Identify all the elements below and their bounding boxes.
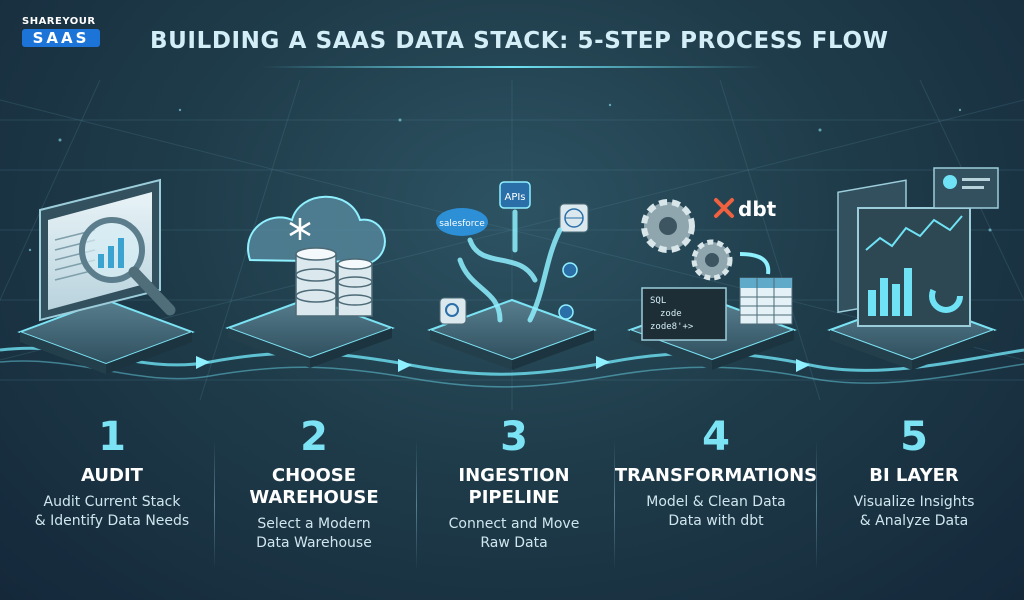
svg-text:salesforce: salesforce [439, 219, 485, 229]
svg-text:zode8'+>: zode8'+> [650, 322, 694, 332]
salesforce-icon: salesforce [436, 208, 488, 236]
step-divider [214, 440, 215, 570]
sql-terminal: SQL zode zode8'+> [641, 287, 727, 341]
snowflake-icon [289, 218, 311, 240]
step-description: Audit Current Stack & Identify Data Need… [34, 494, 190, 529]
step-description: Model & Clean Data Data with dbt [646, 494, 786, 529]
process-illustration: salesforce APIs [0, 167, 1024, 388]
platform-audit [17, 178, 195, 374]
step-number: 2 [300, 414, 328, 460]
dashboard-icon [857, 207, 971, 327]
step-number: 4 [702, 414, 730, 460]
step-1: 1 AUDIT Audit Current Stack & Identify D… [10, 415, 214, 531]
steps-row: 1 AUDIT Audit Current Stack & Identify D… [0, 415, 1024, 585]
brand-logo[interactable]: SHAREYOUR SAAS [22, 16, 104, 56]
step-number: 1 [98, 414, 126, 460]
platform-transformations: dbt SQL zode zode8'+> [627, 197, 797, 370]
platform-ingestion: salesforce APIs [427, 181, 597, 370]
step-title: BI LAYER [869, 465, 959, 486]
step-number: 5 [900, 414, 928, 460]
flow-path [0, 346, 1024, 376]
step-divider [614, 440, 615, 570]
flow-arrow-icon [196, 356, 810, 372]
cloud-icon [247, 195, 386, 264]
platform-warehouse [225, 195, 395, 368]
svg-text:APIs: APIs [504, 192, 525, 203]
step-4: 4 TRANSFORMATIONS Model & Clean Data Dat… [614, 415, 818, 531]
step-title: TRANSFORMATIONS [614, 465, 818, 486]
logo-text-top: SHAREYOUR [22, 16, 96, 27]
svg-text:SQL: SQL [650, 296, 666, 306]
globe-icon [559, 203, 589, 233]
step-divider [816, 440, 817, 570]
title-underline [262, 66, 762, 68]
step-2: 2 CHOOSE WAREHOUSE Select a Modern Data … [212, 415, 416, 553]
step-description: Visualize Insights & Analyze Data [853, 494, 975, 529]
logo-text-box: SAAS [22, 29, 100, 47]
step-5: 5 BI LAYER Visualize Insights & Analyze … [812, 415, 1016, 531]
api-icon: APIs [499, 181, 531, 209]
platform-bi-layer [827, 167, 999, 370]
step-title: CHOOSE WAREHOUSE [249, 465, 379, 508]
table-icon [739, 277, 793, 325]
step-title: AUDIT [81, 465, 143, 486]
search-node-icon [439, 297, 467, 325]
svg-text:zode: zode [660, 309, 682, 319]
user-profile-icon [933, 167, 999, 209]
step-number: 3 [500, 414, 528, 460]
step-description: Connect and Move Raw Data [448, 516, 580, 551]
svg-text:dbt: dbt [738, 197, 777, 221]
database-icon [295, 247, 373, 317]
step-3: 3 INGESTION PIPELINE Connect and Move Ra… [412, 415, 616, 553]
step-title: INGESTION PIPELINE [458, 465, 570, 508]
dbt-logo-icon: dbt [714, 197, 777, 221]
page-title: BUILDING A SAAS DATA STACK: 5-STEP PROCE… [150, 28, 889, 54]
step-description: Select a Modern Data Warehouse [256, 516, 372, 551]
gear-icon [641, 199, 733, 281]
step-divider [416, 440, 417, 570]
